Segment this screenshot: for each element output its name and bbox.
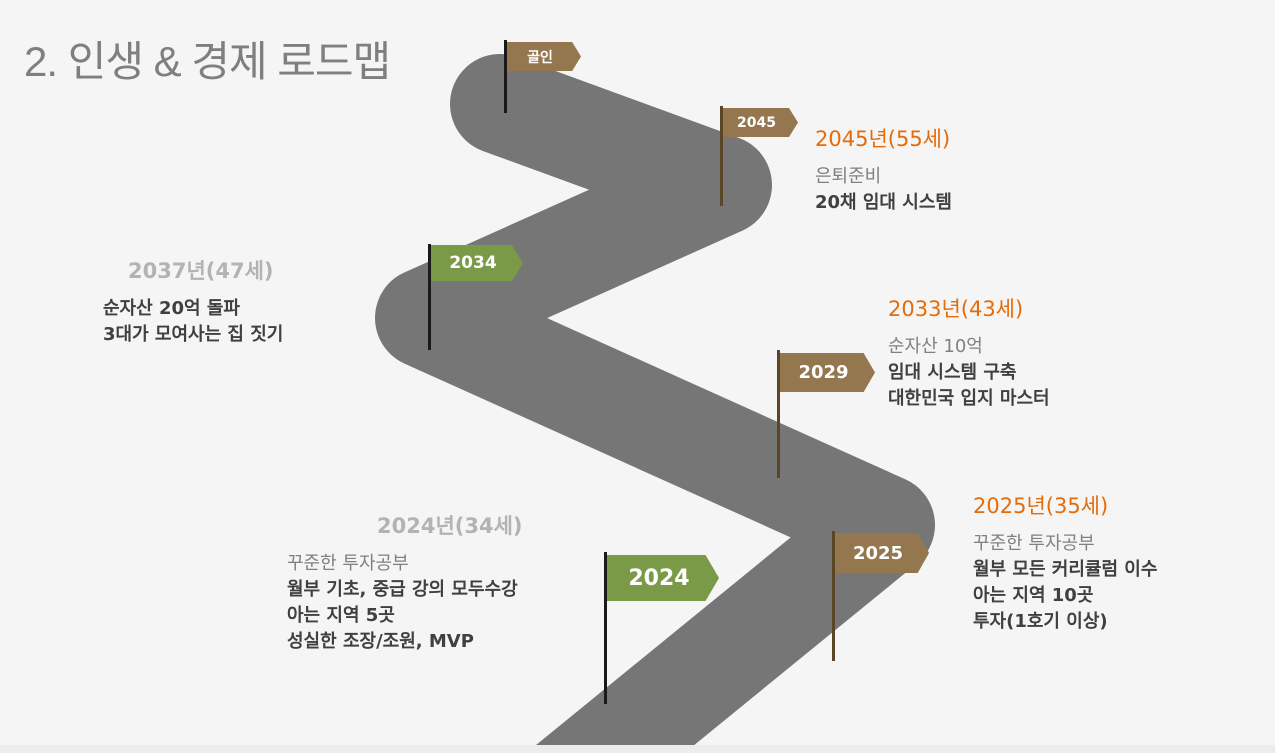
milestone-line: 월부 기초, 중급 강의 모두수강: [287, 579, 518, 600]
milestone-line: 꾸준한 투자공부: [287, 553, 409, 574]
milestone-line: 은퇴준비: [815, 166, 882, 187]
milestone-line: 대한민국 입지 마스터: [888, 388, 1050, 409]
page-title: 2. 인생 & 경제 로드맵: [24, 38, 391, 85]
milestone-line: 아는 지역 5곳: [287, 605, 395, 626]
milestone-line: 아는 지역 10곳: [973, 585, 1094, 606]
milestone-2045: 2045년(55세) 은퇴준비 20채 임대 시스템: [815, 126, 952, 216]
milestone-2033: 2033년(43세) 순자산 10억 임대 시스템 구축 대한민국 입지 마스터: [888, 296, 1050, 412]
slide-bottom-edge: [0, 745, 1275, 753]
milestone-2025: 2025년(35세) 꾸준한 투자공부 월부 모든 커리큘럼 이수 아는 지역 …: [973, 493, 1157, 635]
milestone-line: 20채 임대 시스템: [815, 192, 952, 213]
milestone-year: 2024년(34세): [377, 514, 523, 538]
milestone-line: 투자(1호기 이상): [973, 611, 1108, 632]
milestone-year: 2037년(47세): [128, 259, 274, 283]
milestone-line: 3대가 모여사는 집 짓기: [103, 324, 284, 345]
milestone-line: 월부 모든 커리큘럼 이수: [973, 559, 1158, 580]
milestone-line: 임대 시스템 구축: [888, 362, 1017, 383]
milestone-2037: 2037년(47세) 순자산 20억 돌파 3대가 모여사는 집 짓기: [103, 258, 283, 348]
milestone-line: 순자산 20억 돌파: [103, 298, 240, 319]
milestone-year: 2025년(35세): [973, 494, 1109, 518]
milestone-line: 꾸준한 투자공부: [973, 533, 1095, 554]
milestone-line: 성실한 조장/조원, MVP: [287, 631, 474, 652]
milestone-year: 2045년(55세): [815, 127, 951, 151]
milestone-2024: 2024년(34세) 꾸준한 투자공부 월부 기초, 중급 강의 모두수강 아는…: [287, 513, 523, 655]
milestone-year: 2033년(43세): [888, 297, 1024, 321]
milestone-line: 순자산 10억: [888, 336, 983, 357]
